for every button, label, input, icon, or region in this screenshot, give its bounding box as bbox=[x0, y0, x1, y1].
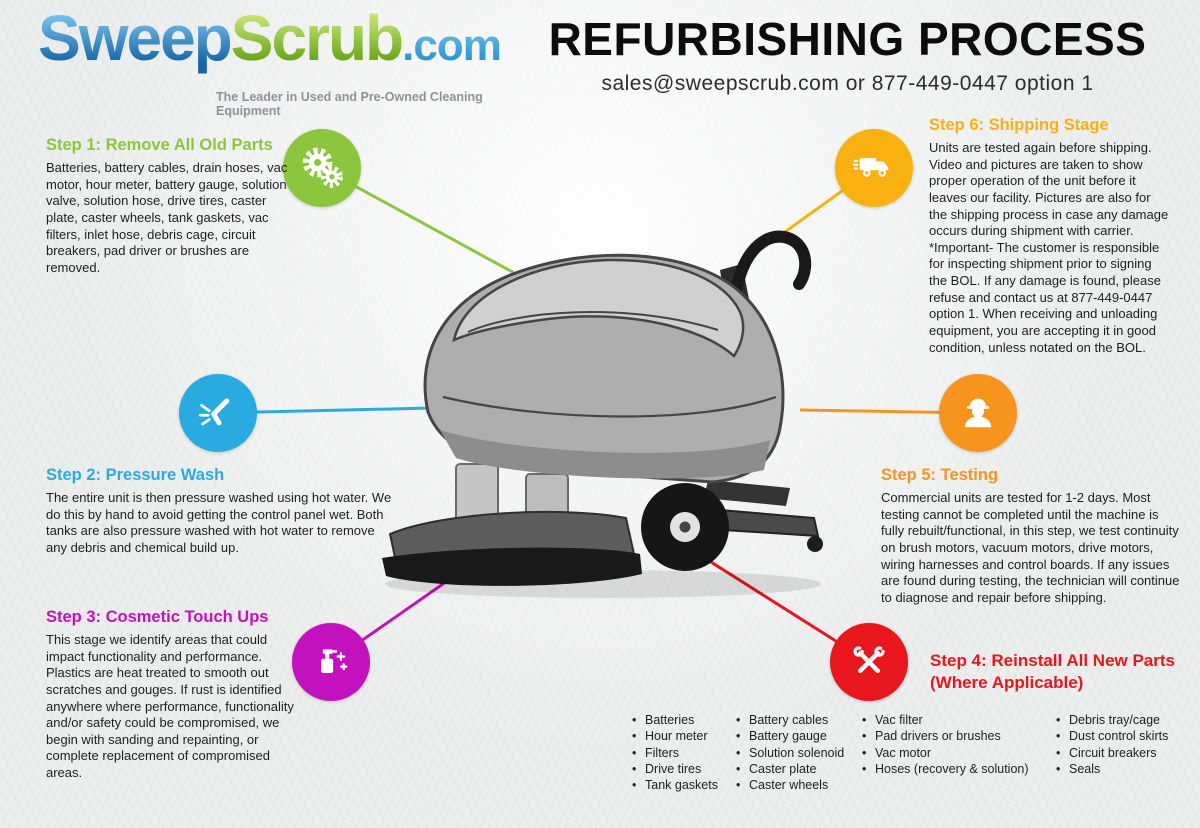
list-item: Vac motor bbox=[862, 745, 1044, 762]
list-item: Caster plate bbox=[736, 761, 850, 778]
step5-body: Commercial units are tested for 1-2 days… bbox=[881, 490, 1180, 605]
list-item: Caster wheels bbox=[736, 777, 850, 794]
step4-parts-column-2: Battery cables Battery gauge Solution so… bbox=[736, 712, 850, 794]
step4-parts-column-4: Debris tray/cage Dust control skirts Cir… bbox=[1056, 712, 1196, 793]
logo-wordmark: SweepScrub.com bbox=[38, 6, 508, 70]
logo-scrub: Scrub bbox=[230, 2, 404, 74]
step6-bubble bbox=[835, 129, 913, 207]
step6-panel: Step 6: Shipping Stage Units are tested … bbox=[929, 116, 1169, 356]
logo-com: .com bbox=[402, 21, 502, 70]
masthead: REFURBISHING PROCESS sales@sweepscrub.co… bbox=[520, 12, 1175, 96]
list-item: Seals bbox=[1056, 761, 1196, 778]
step2-panel: Step 2: Pressure Wash The entire unit is… bbox=[46, 466, 394, 557]
list-item: Tank gaskets bbox=[632, 777, 724, 794]
step2-title: Step 2: Pressure Wash bbox=[46, 466, 225, 484]
shipping-truck-icon bbox=[852, 158, 889, 177]
list-item: Pad drivers or brushes bbox=[862, 728, 1044, 745]
contact-line: sales@sweepscrub.com or 877-449-0447 opt… bbox=[601, 72, 1094, 95]
spray-bottle-icon bbox=[321, 649, 348, 673]
step1-title: Step 1: Remove All Old Parts bbox=[46, 136, 273, 154]
list-item: Solution solenoid bbox=[736, 745, 850, 762]
step4-parts-column-1: Batteries Hour meter Filters Drive tires… bbox=[632, 712, 724, 794]
step1-panel: Step 1: Remove All Old Parts Batteries, … bbox=[46, 136, 300, 276]
step3-title: Step 3: Cosmetic Touch Ups bbox=[46, 608, 269, 626]
tools-icon bbox=[853, 646, 885, 673]
list-item: Batteries bbox=[632, 712, 724, 729]
pressure-washer-icon bbox=[199, 398, 230, 426]
step4-title-line2: (Where Applicable) bbox=[930, 673, 1084, 693]
hard-hat-worker-icon bbox=[964, 398, 992, 428]
list-item: Debris tray/cage bbox=[1056, 712, 1196, 729]
list-item: Filters bbox=[632, 745, 724, 762]
list-item: Circuit breakers bbox=[1056, 745, 1196, 762]
sweepscrub-logo: SweepScrub.com The Leader in Used and Pr… bbox=[38, 6, 508, 118]
list-item: Dust control skirts bbox=[1056, 728, 1196, 745]
step4-parts-column-3: Vac filter Pad drivers or brushes Vac mo… bbox=[862, 712, 1044, 793]
logo-sweep: Sweep bbox=[38, 2, 233, 74]
step5-title: Step 5: Testing bbox=[881, 466, 999, 484]
list-item: Drive tires bbox=[632, 761, 724, 778]
page-title: REFURBISHING PROCESS bbox=[548, 13, 1147, 65]
logo-tagline: The Leader in Used and Pre-Owned Cleanin… bbox=[216, 90, 483, 118]
step6-body: Units are tested again before shipping. … bbox=[929, 140, 1169, 355]
step4-bubble bbox=[830, 623, 908, 701]
list-item: Hour meter bbox=[632, 728, 724, 745]
step1-bubble bbox=[283, 129, 361, 207]
list-item: Vac filter bbox=[862, 712, 1044, 729]
step1-body: Batteries, battery cables, drain hoses, … bbox=[46, 160, 288, 275]
step4-parts-lists: Batteries Hour meter Filters Drive tires… bbox=[632, 712, 1196, 794]
step3-panel: Step 3: Cosmetic Touch Ups This stage we… bbox=[46, 608, 298, 782]
step6-title: Step 6: Shipping Stage bbox=[929, 116, 1109, 134]
floor-scrubber-illustration bbox=[382, 230, 823, 598]
gears-icon bbox=[302, 147, 343, 188]
step5-bubble bbox=[939, 374, 1017, 452]
step5-panel: Step 5: Testing Commercial units are tes… bbox=[881, 466, 1181, 606]
list-item: Hoses (recovery & solution) bbox=[862, 761, 1044, 778]
step4-title-line1: Step 4: Reinstall All New Parts bbox=[930, 651, 1175, 670]
step3-bubble bbox=[292, 623, 370, 701]
list-item: Battery cables bbox=[736, 712, 850, 729]
step2-bubble bbox=[179, 374, 257, 452]
list-item: Battery gauge bbox=[736, 728, 850, 745]
step4-title-block: Step 4: Reinstall All New Parts (Where A… bbox=[930, 650, 1200, 694]
step3-body: This stage we identify areas that could … bbox=[46, 632, 294, 780]
step2-body: The entire unit is then pressure washed … bbox=[46, 490, 392, 555]
